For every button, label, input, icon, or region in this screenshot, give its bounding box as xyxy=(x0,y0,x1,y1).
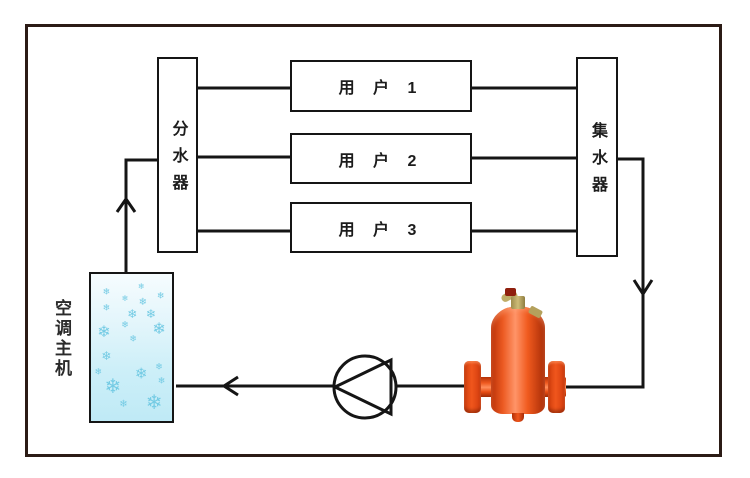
separator-drain xyxy=(512,413,524,422)
snowflake-icon: ❄ xyxy=(129,333,137,344)
pipe-collector-return xyxy=(566,157,645,389)
chiller-label: 空调主机 xyxy=(52,299,71,379)
snowflake-icon: ❄ xyxy=(119,398,128,410)
snowflake-icon: ❄ xyxy=(145,392,163,415)
snowflake-icon: ❄ xyxy=(155,361,163,372)
snowflake-icon: ❄ xyxy=(97,323,111,341)
user-3-box: 用 户 3 xyxy=(290,202,472,253)
separator-left-flange xyxy=(464,361,481,413)
pipe-chiller-riser xyxy=(124,158,158,273)
collector-label: 集水器 xyxy=(589,122,606,203)
user-1-box: 用 户 1 xyxy=(290,60,472,112)
user-3-label: 用 户 3 xyxy=(338,221,424,239)
snowflake-icon: ❄ xyxy=(102,286,111,297)
snowflake-icon: ❄ xyxy=(156,290,165,301)
separator-vent-icon xyxy=(511,296,525,309)
snowflake-icon: ❄ xyxy=(104,376,122,399)
user-1-label: 用 户 1 xyxy=(338,80,424,97)
arrow-down-icon xyxy=(632,279,654,297)
snowflake-icon: ❄ xyxy=(127,306,138,321)
snowflake-icon: ❄ xyxy=(121,293,129,303)
separator-vent-cap xyxy=(505,288,516,296)
snowflake-icon: ❄ xyxy=(94,366,103,377)
arrow-left-icon xyxy=(221,375,239,397)
snowflake-icon: ❄ xyxy=(145,306,156,321)
user-2-box: 用 户 2 xyxy=(290,133,472,184)
snowflake-icon: ❄ xyxy=(101,349,112,364)
snowflake-icon: ❄ xyxy=(138,297,148,309)
arrow-up-icon xyxy=(115,196,137,213)
pump-icon xyxy=(331,354,398,420)
snowflake-icon: ❄ xyxy=(134,365,148,383)
distributor-box: 分水器 xyxy=(157,57,198,253)
snowflake-icon: ❄ xyxy=(157,375,166,386)
separator-body xyxy=(491,306,545,414)
snowflake-icon: ❄ xyxy=(152,320,166,338)
snowflake-icon: ❄ xyxy=(137,282,145,292)
chiller-box: ❄❄❄❄❄❄❄❄❄❄❄❄❄❄❄❄❄❄❄❄ xyxy=(89,272,174,423)
user-2-label: 用 户 2 xyxy=(338,152,424,170)
separator-right-flange xyxy=(548,361,565,413)
distributor-label: 分水器 xyxy=(169,120,187,201)
collector-box: 集水器 xyxy=(576,57,618,257)
snowflake-icon: ❄ xyxy=(102,302,111,313)
snowflake-icon: ❄ xyxy=(121,319,129,330)
